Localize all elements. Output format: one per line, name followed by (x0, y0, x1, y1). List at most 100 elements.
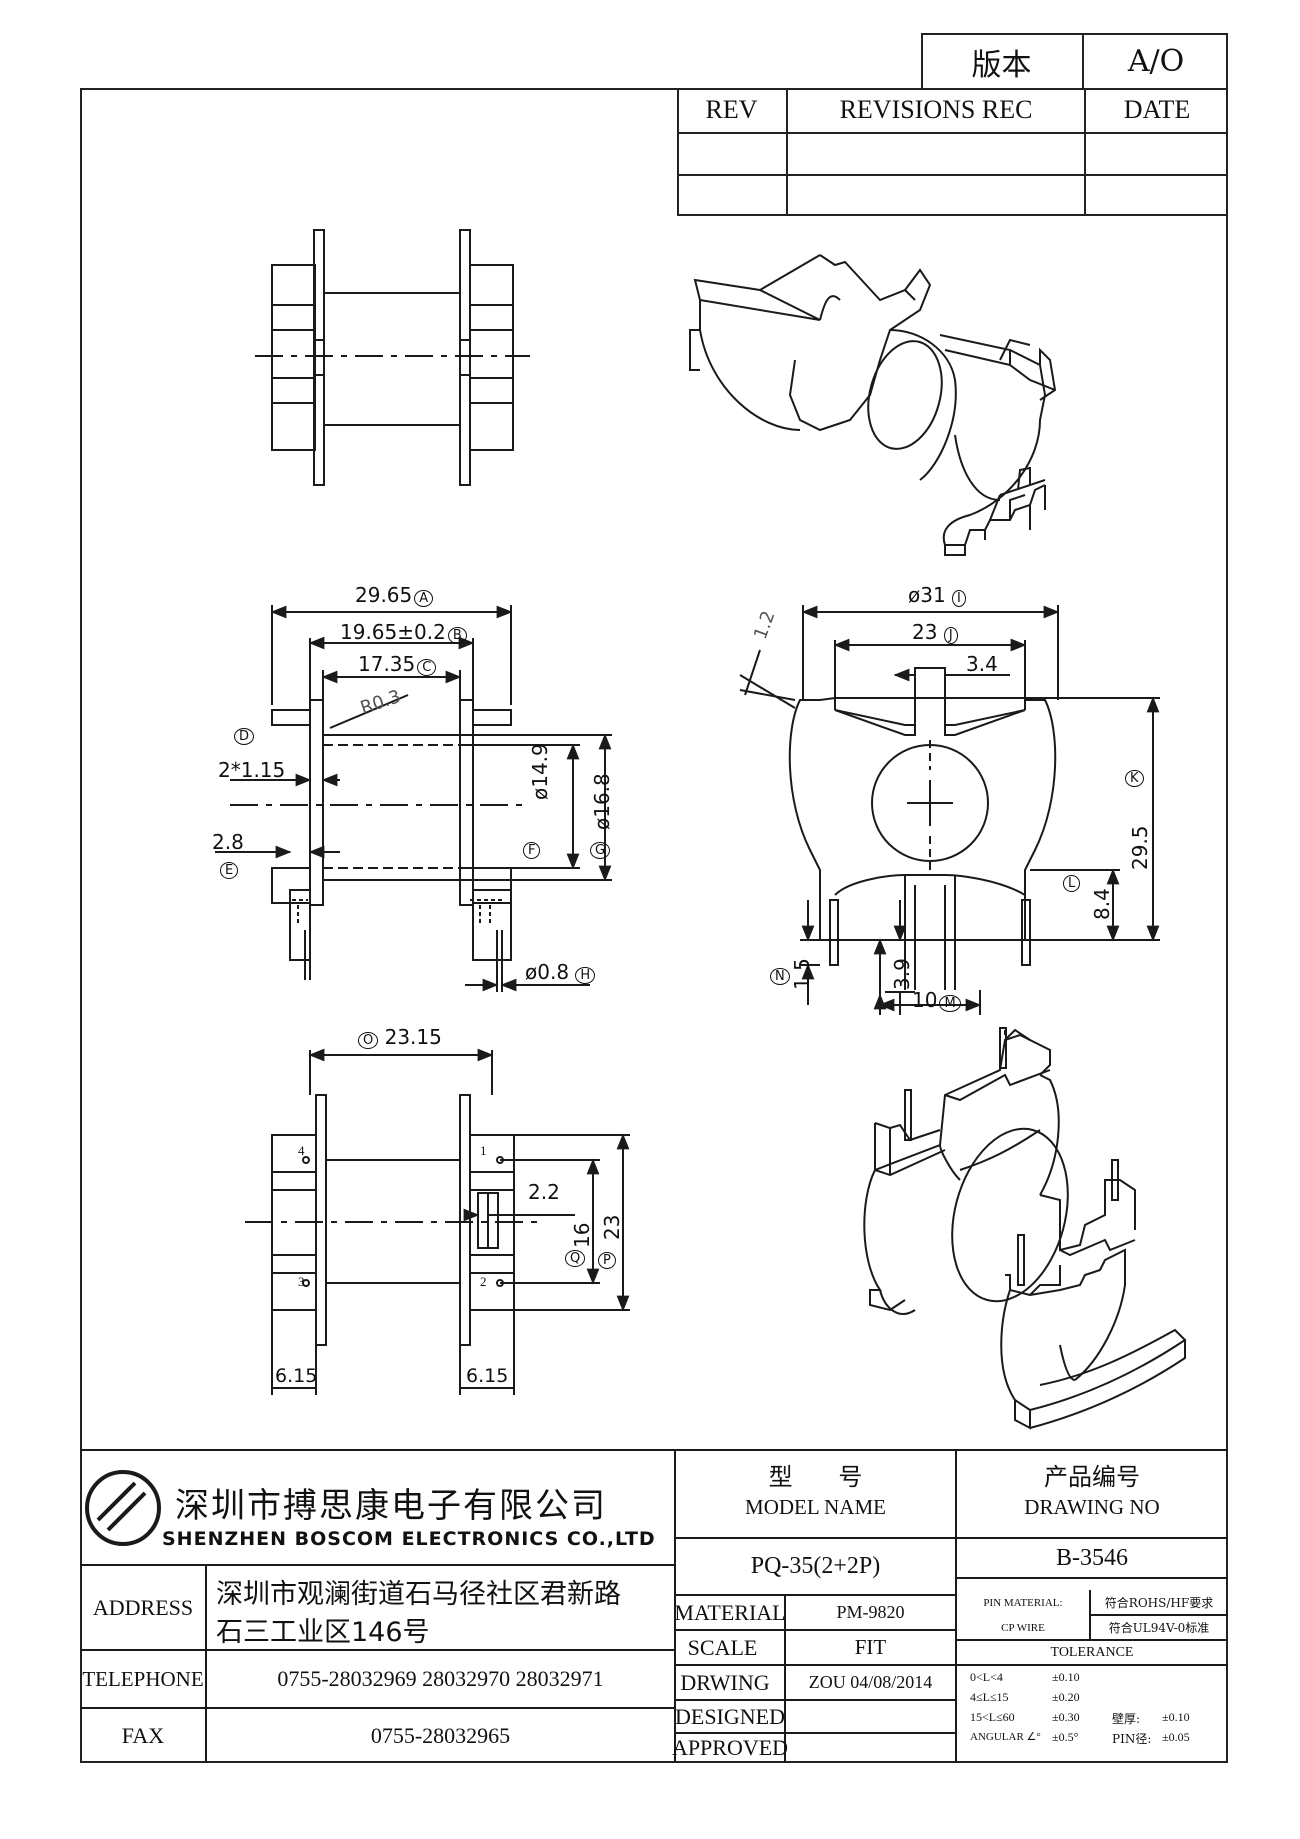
version-value: A/O (1127, 44, 1185, 79)
pin-label-1: 1 (480, 1143, 487, 1158)
scale-value: FIT (854, 1635, 887, 1659)
tag-n: N (770, 968, 790, 985)
drwing-label: DRWING (680, 1669, 770, 1695)
drwing-value: ZOU 04/08/2014 (808, 1672, 933, 1692)
material-label: MATERIAL (674, 1599, 786, 1625)
tag-q: Q (565, 1250, 586, 1267)
tolerance-range-2: 4≤L≤15 (970, 1690, 1009, 1704)
wall-thickness-value: ±0.10 (1162, 1710, 1190, 1724)
tag-j: J (943, 627, 958, 644)
isometric-view-top (689, 254, 1057, 556)
drawing-label-cn: 产品编号 (1044, 1462, 1140, 1491)
fax-label: FAX (121, 1722, 165, 1748)
tolerance-value-4: ±0.5° (1052, 1730, 1079, 1744)
tag-g: G (590, 842, 611, 859)
tag-p: P (598, 1252, 616, 1269)
pin-material-label: PIN MATERIAL: (983, 1596, 1063, 1609)
tolerance-range-1: 0<L<4 (970, 1670, 1003, 1684)
dim-i: ø31 I (908, 583, 966, 607)
tag-l: L (1063, 875, 1081, 892)
tag-a: A (414, 590, 434, 607)
bottom-plan-view (245, 1048, 630, 1395)
pin-label-2: 2 (480, 1274, 487, 1289)
cp-wire-value: 符合UL94V-0标准 (1108, 1621, 1210, 1635)
dim-j: 23 J (912, 620, 958, 644)
material-value: PM-9820 (836, 1602, 905, 1622)
pin-diameter-label: PIN径: (1112, 1732, 1152, 1746)
company-logo (85, 1470, 161, 1546)
dim-l: 8.4 (1090, 888, 1114, 920)
date-label: DATE (1123, 95, 1191, 124)
dim-g: ø16.8 (590, 773, 614, 830)
tolerance-label: TOLERANCE (1050, 1644, 1134, 1660)
version-divider (1082, 33, 1084, 90)
tag-d: D (234, 728, 255, 745)
front-view (739, 605, 1160, 1015)
pin-diameter-value: ±0.05 (1162, 1730, 1190, 1744)
dim-f: ø14.9 (528, 743, 552, 800)
dim-u: 6.15 (466, 1365, 509, 1387)
drawing-frame (80, 88, 1228, 1763)
revisions-label: REVISIONS REC (839, 95, 1033, 124)
dim-p: 23 (600, 1214, 624, 1240)
title-block-grid (80, 1449, 1228, 1763)
scale-label: SCALE (687, 1634, 758, 1660)
tolerance-value-3: ±0.30 (1052, 1710, 1080, 1724)
dim-q: 16 (570, 1222, 594, 1248)
rev-label: REV (705, 95, 758, 124)
isometric-view-bottom (863, 1027, 1187, 1430)
tag-o: O (358, 1032, 379, 1049)
top-plan-view (255, 229, 530, 486)
dim-o: O 23.15 (358, 1025, 442, 1049)
dim-m2: 3.9 (890, 958, 914, 990)
fax-value: 0755-28032965 (370, 1722, 511, 1748)
wall-thickness-label: 壁厚: (1112, 1712, 1141, 1726)
telephone-value: 0755-28032969 28032970 28032971 (277, 1666, 604, 1691)
dim-d: 2*1.15 (218, 758, 286, 782)
address-line1: 深圳市观澜街道石马径社区君新路 (216, 1579, 621, 1610)
company-name-cn: 深圳市搏思康电子有限公司 (175, 1486, 607, 1526)
dim-t: 6.15 (275, 1365, 318, 1387)
designed-label: DESIGNED (675, 1703, 785, 1729)
cp-wire-label: CP WIRE (1001, 1621, 1045, 1634)
dim-e: 2.8 (212, 830, 244, 854)
dim-n: 1.5 (790, 958, 814, 990)
drawing-label-en: DRAWING NO (1024, 1494, 1160, 1519)
dim-s: 2.2 (528, 1180, 560, 1204)
tag-c: C (417, 659, 437, 676)
pin-label-4: 4 (298, 1143, 305, 1158)
pin-material-value: 符合ROHS/HF要求 (1104, 1596, 1214, 1610)
company-name-en: SHENZHEN BOSCOM ELECTRONICS CO.,LTD (162, 1528, 656, 1550)
approved-label: APPROVED (671, 1735, 789, 1760)
rev-row-divider-2 (677, 174, 1228, 176)
rev-col-divider-1 (786, 88, 788, 216)
tag-h: H (575, 967, 596, 984)
tolerance-value-1: ±0.10 (1052, 1670, 1080, 1684)
model-value: PQ-35(2+2P) (750, 1553, 881, 1579)
tag-f: F (523, 842, 541, 859)
model-label-en: MODEL NAME (745, 1494, 886, 1519)
telephone-label: TELEPHONE (82, 1666, 204, 1691)
dim-h: ø0.8 H (525, 960, 596, 984)
rev-col-divider-2 (1084, 88, 1086, 216)
address-line2: 石三工业区146号 (216, 1617, 430, 1648)
tolerance-range-4: ANGULAR ∠° (970, 1731, 1041, 1743)
model-label-cn: 型 号 (768, 1462, 863, 1491)
tag-k: K (1125, 770, 1144, 787)
drawing-value: B-3546 (1056, 1544, 1128, 1571)
tag-b: B (447, 627, 467, 644)
dim-k: 29.5 (1128, 825, 1152, 870)
tag-m: M (939, 995, 961, 1012)
version-label: 版本 (971, 47, 1032, 83)
revision-table (677, 88, 1228, 216)
tolerance-value-2: ±0.20 (1052, 1690, 1080, 1704)
tolerance-range-3: 15<L≤60 (970, 1710, 1015, 1724)
rev-row-divider-1 (677, 132, 1228, 134)
dim-j2: 3.4 (966, 652, 998, 676)
address-label: ADDRESS (92, 1594, 194, 1620)
